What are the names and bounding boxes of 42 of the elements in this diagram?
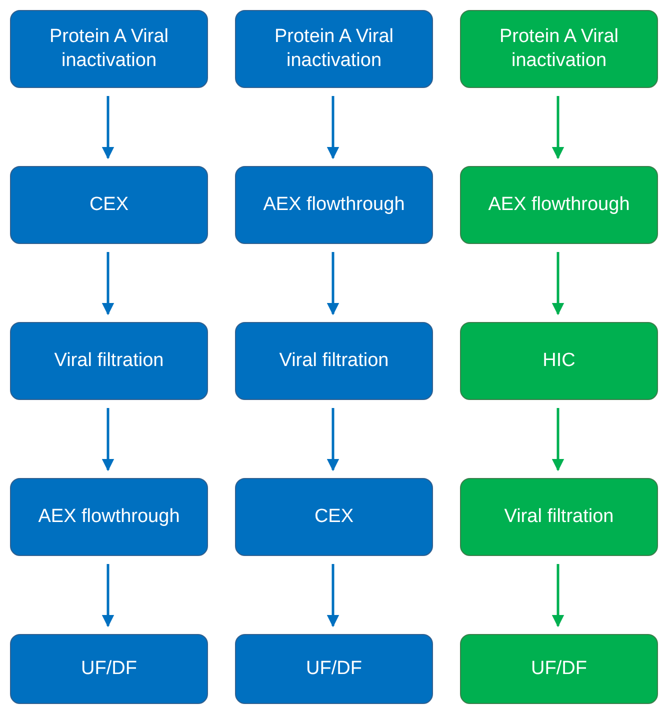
process-box <box>460 634 658 704</box>
arrow <box>326 96 340 160</box>
step-label: Protein A Viral inactivation <box>273 25 394 73</box>
step-label: UF/DF <box>81 657 137 681</box>
process-box <box>235 634 433 704</box>
arrow <box>102 96 114 160</box>
step-label: UF/DF <box>306 657 362 681</box>
step-label: Viral filtration <box>279 349 389 373</box>
process-box <box>235 166 433 244</box>
step-label: Viral filtration <box>504 505 614 529</box>
arrow <box>102 252 114 316</box>
step-label: AEX flowthrough <box>38 505 180 529</box>
process-box <box>235 10 433 88</box>
arrow <box>552 408 564 472</box>
arrow <box>326 252 340 316</box>
step-label: AEX flowthrough <box>488 193 630 217</box>
arrow <box>552 96 564 160</box>
process-box <box>460 10 658 88</box>
step-label: AEX flowthrough <box>263 193 405 217</box>
process-box <box>10 634 208 704</box>
step-label: CEX <box>89 193 129 217</box>
arrow <box>552 252 564 316</box>
arrow <box>326 408 340 472</box>
process-box <box>460 166 658 244</box>
step-label: HIC <box>542 349 576 373</box>
process-box <box>460 322 658 400</box>
arrow <box>326 564 340 628</box>
process-box <box>10 10 208 88</box>
process-box <box>10 478 208 556</box>
step-label: CEX <box>314 505 354 529</box>
process-box <box>235 478 433 556</box>
step-label: Protein A Viral inactivation <box>48 25 170 73</box>
step-label: Protein A Viral inactivation <box>498 25 620 73</box>
process-box <box>460 478 658 556</box>
arrow <box>102 408 114 472</box>
arrow <box>552 564 564 628</box>
process-box <box>235 322 433 400</box>
arrow <box>102 564 114 628</box>
step-label: UF/DF <box>531 657 587 681</box>
process-box <box>10 322 208 400</box>
process-box <box>10 166 208 244</box>
step-label: Viral filtration <box>54 349 164 373</box>
